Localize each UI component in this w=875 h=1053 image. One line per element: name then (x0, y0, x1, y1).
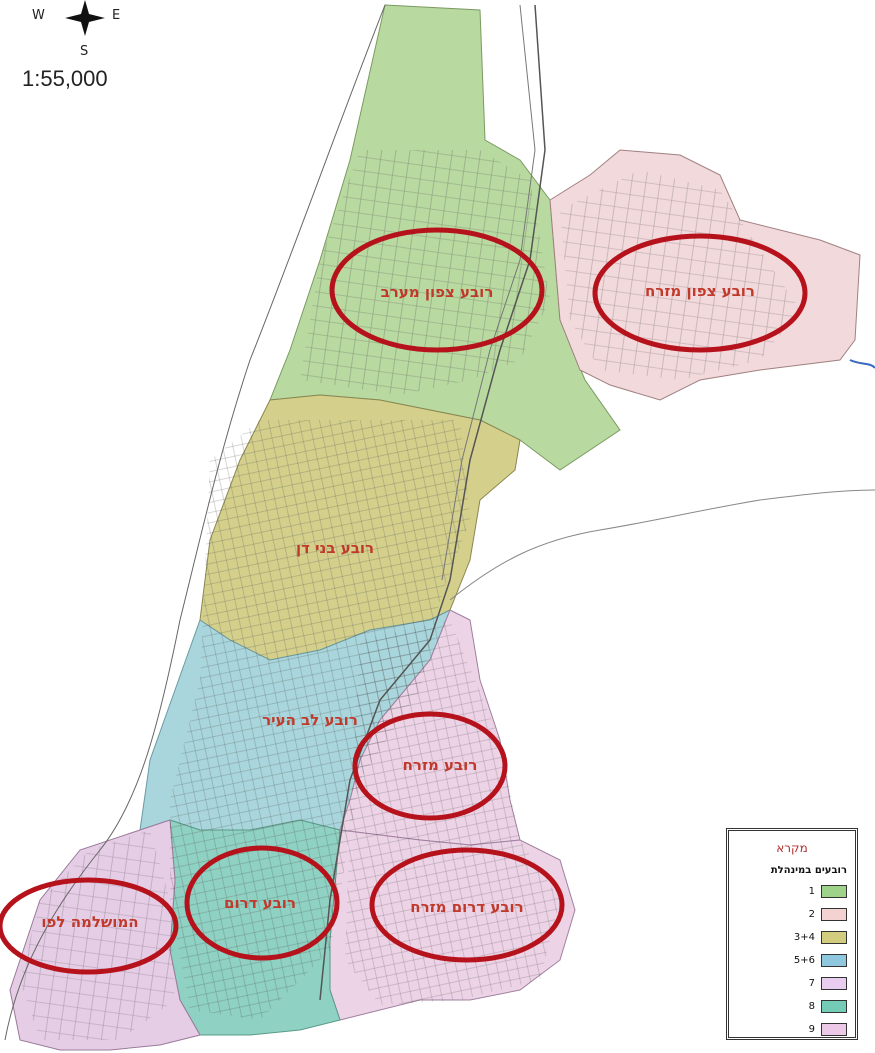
street-grid-center (170, 420, 470, 1020)
legend-item: 9 (737, 1020, 847, 1038)
coast-line (4, 4, 386, 1041)
label-south-east: רובע דרום מזרח (410, 898, 524, 916)
legend-subtitle: רובעים במינהלת (770, 865, 847, 876)
label-south: רובע דרום (224, 894, 296, 912)
label-north-west: רובע צפון מערב (380, 283, 494, 301)
legend-item-label: 3+4 (793, 931, 815, 943)
legend-item: 1 (737, 882, 847, 900)
highway-line (319, 4, 546, 1001)
legend-item: 7 (737, 974, 847, 992)
legend-item-label: 1 (808, 885, 815, 897)
compass-rose: W E S (20, 0, 130, 70)
legend-item: 2 (737, 905, 847, 923)
legend-rows: 1 2 3+4 5+6 7 8 9 (737, 882, 847, 1038)
street-grid-jaffa (20, 830, 175, 1040)
river-line (449, 489, 875, 601)
legend-item-label: 2 (808, 908, 815, 920)
scale-text: 1:55,000 (22, 66, 108, 91)
highlight-south (184, 845, 340, 961)
legend-color-swatch (821, 930, 847, 944)
legend-item-label: 7 (808, 977, 815, 989)
legend-item-label: 9 (808, 1023, 815, 1035)
legend-item: 5+6 (737, 951, 847, 969)
label-east: רובע מזרח (402, 756, 478, 774)
railway-line (441, 4, 536, 581)
legend-color-swatch (821, 907, 847, 921)
legend-color-swatch (821, 953, 847, 967)
highlight-north-east (592, 233, 808, 353)
legend-item: 8 (737, 997, 847, 1015)
legend-color-swatch (821, 884, 847, 898)
highlight-south-east (369, 847, 565, 963)
legend-title: מקרא (776, 841, 808, 855)
compass-star-icon (65, 0, 105, 36)
label-jaffa: המושלמה לפו (41, 913, 139, 931)
legend-color-swatch (821, 976, 847, 990)
legend-item-label: 8 (808, 1000, 815, 1012)
legend-color-swatch (821, 999, 847, 1013)
east-river-line (849, 359, 875, 369)
compass-east-label: E (112, 8, 121, 23)
highlight-east (352, 711, 508, 821)
highlight-jaffa (0, 877, 179, 975)
legend-item: 3+4 (737, 928, 847, 946)
highlight-north-west (329, 227, 545, 353)
label-bnei-dan: רובע בני דן (295, 539, 375, 557)
compass-west-label: W (32, 8, 45, 23)
map-legend: מקרא רובעים במינהלת 1 2 3+4 5+6 7 8 9 (726, 828, 858, 1040)
legend-color-swatch (821, 1022, 847, 1036)
label-north-east: רובע צפון מזרח (645, 282, 755, 300)
compass-south-label: S (80, 44, 89, 59)
label-city-center: רובע לב העיר (262, 711, 358, 729)
legend-item-label: 5+6 (793, 954, 815, 966)
